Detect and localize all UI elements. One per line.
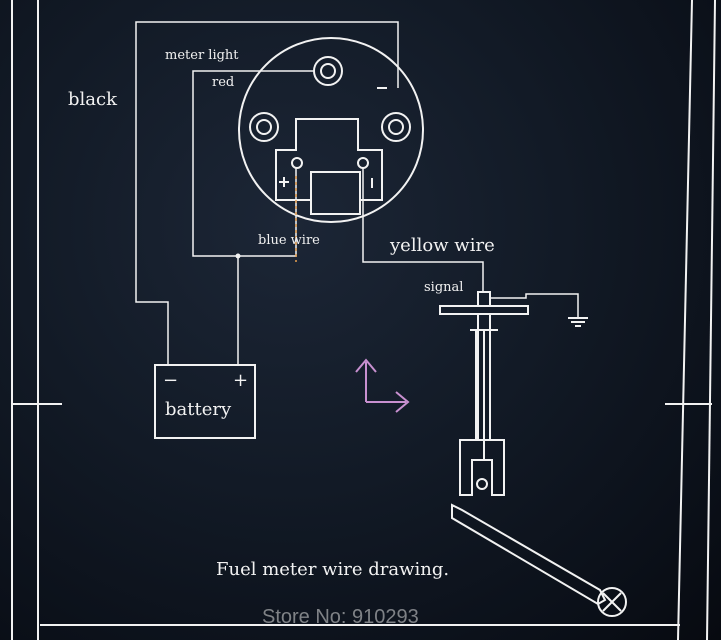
gauge-signal-terminal: [357, 157, 369, 169]
mount-stud-left: [249, 112, 279, 142]
label-meter-light: meter light: [165, 48, 239, 63]
label-red: red: [212, 75, 235, 90]
ground-symbol: [568, 317, 588, 327]
meter-light-terminal: [313, 56, 343, 86]
diagram-caption: Fuel meter wire drawing.: [216, 559, 450, 580]
gauge-body: [238, 37, 424, 223]
fuel-sender: [439, 291, 627, 617]
store-watermark: Store No: 910293: [262, 606, 419, 628]
direction-arrows: [355, 358, 410, 413]
label-yellow-wire: yellow wire: [390, 235, 495, 256]
battery-box: [154, 364, 256, 439]
gauge-plus-terminal: [291, 157, 303, 169]
fuel-gauge: [238, 37, 424, 223]
drawing-frame: [11, 0, 716, 640]
battery-minus-mark: −: [163, 370, 179, 391]
label-black: black: [68, 89, 117, 110]
float-ball: [597, 587, 627, 617]
label-battery: battery: [165, 399, 232, 420]
battery-plus-mark: +: [233, 370, 249, 391]
mount-stud-right: [381, 112, 411, 142]
label-blue-wire: blue wire: [258, 233, 320, 248]
gauge-terminal-marks: [279, 87, 387, 188]
label-signal: signal: [424, 280, 464, 295]
